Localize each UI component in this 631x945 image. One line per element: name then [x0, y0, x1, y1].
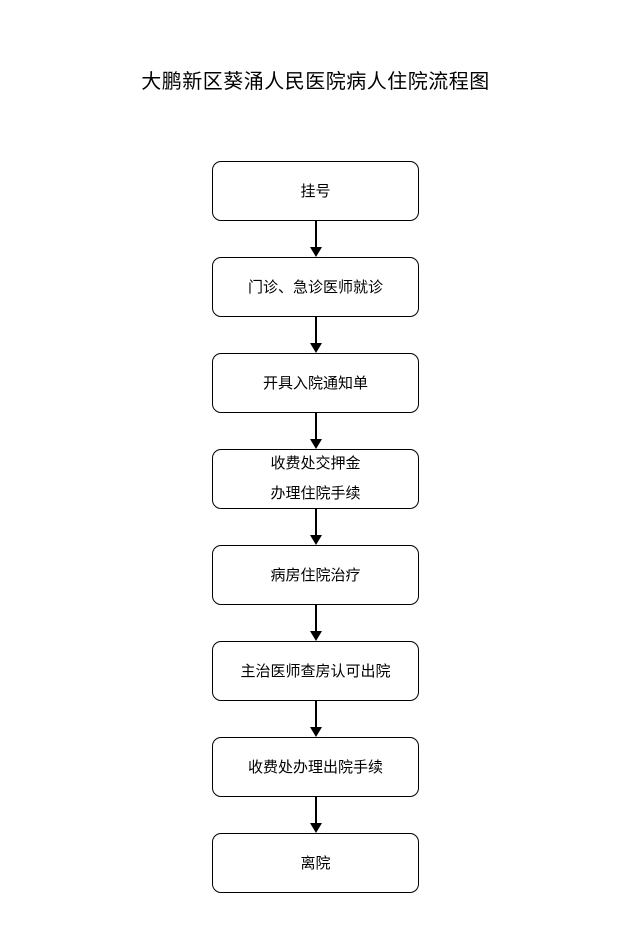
step-label: 主治医师查房认可出院: [240, 662, 391, 680]
step-ward-treatment: 病房住院治疗: [212, 545, 419, 605]
step-label: 病房住院治疗: [270, 566, 361, 584]
step-registration: 挂号: [212, 161, 419, 221]
step-outpatient-consultation: 门诊、急诊医师就诊: [212, 257, 419, 317]
step-admission-notice: 开具入院通知单: [212, 353, 419, 413]
step-leave-hospital: 离院: [212, 833, 419, 893]
step-label: 开具入院通知单: [262, 374, 368, 392]
step-label: 收费处办理出院手续: [247, 758, 383, 776]
step-discharge-procedures: 收费处办理出院手续: [212, 737, 419, 797]
step-label-line-2: 办理住院手续: [270, 484, 361, 502]
flow-arrow: [310, 317, 322, 353]
flow-arrow: [310, 797, 322, 833]
step-label: 挂号: [300, 182, 331, 200]
page-title: 大鹏新区葵涌人民医院病人住院流程图: [141, 69, 490, 93]
step-label: 门诊、急诊医师就诊: [247, 278, 383, 296]
step-deposit-admission: 收费处交押金 办理住院手续: [212, 449, 419, 509]
flow-arrow: [310, 413, 322, 449]
step-discharge-approval: 主治医师查房认可出院: [212, 641, 419, 701]
flow-arrow: [310, 509, 322, 545]
flow-arrow: [310, 605, 322, 641]
flow-arrow: [310, 221, 322, 257]
step-label: 离院: [300, 854, 331, 872]
step-label-line-1: 收费处交押金: [270, 454, 361, 472]
flow-arrow: [310, 701, 322, 737]
